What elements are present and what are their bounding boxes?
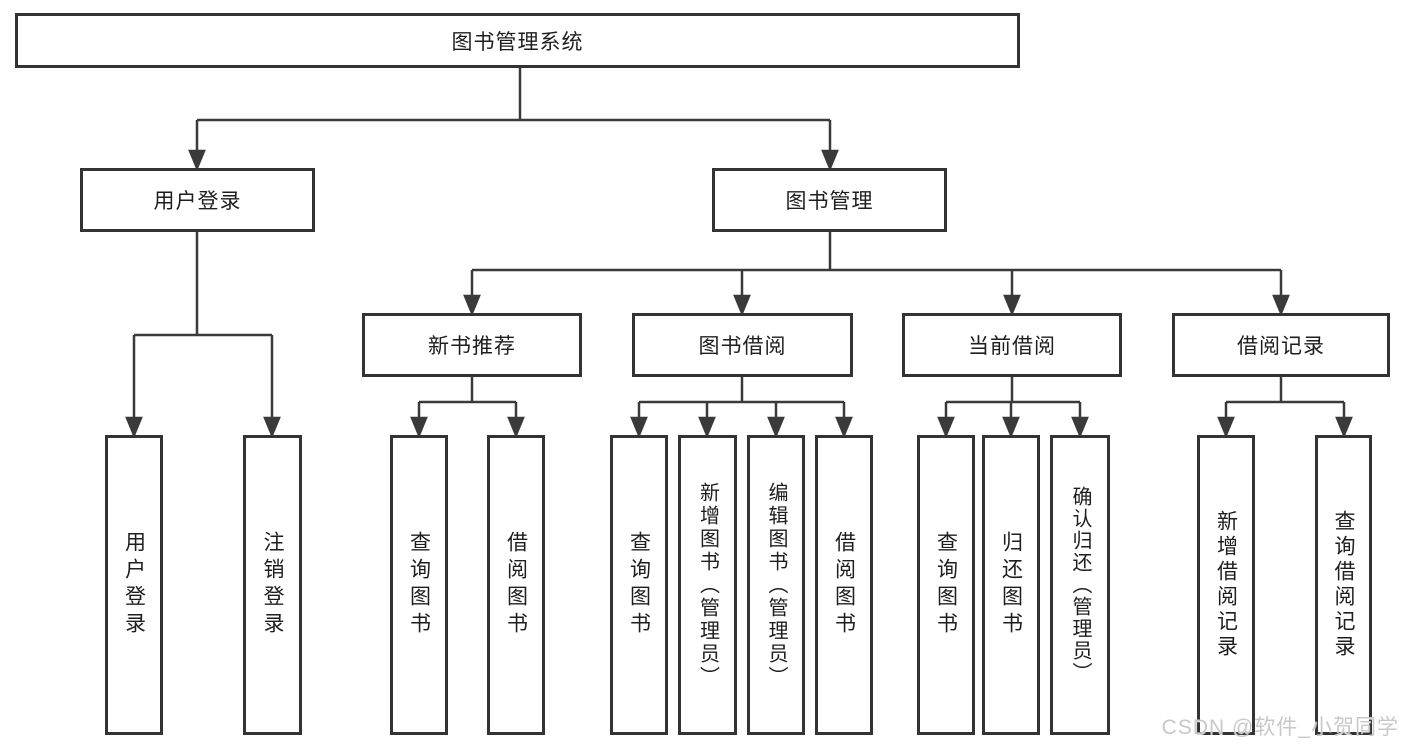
node-root: 图书管理系统 [15, 13, 1020, 68]
leaf-newbook-borrow: 借阅图书 [487, 435, 545, 735]
leaf-current-return: 归还图书 [982, 435, 1040, 735]
connector-new-book-to-leaves [410, 377, 525, 439]
node-book-mgmt: 图书管理 [712, 168, 947, 232]
leaf-borrow-borrow: 借阅图书 [815, 435, 873, 735]
node-borrow-label: 图书借阅 [698, 335, 787, 358]
leaf-logout: 注销登录 [243, 435, 302, 735]
leaf-user-login: 用户登录 [105, 435, 163, 735]
leaf-borrow-add-admin: 新增图书（管理员） [678, 435, 737, 735]
connector-book-mgmt-to-level3 [463, 232, 1290, 317]
node-user-login: 用户登录 [80, 168, 315, 232]
leaf-logout-label: 注销登录 [261, 531, 284, 639]
connector-records-to-leaves [1217, 377, 1353, 439]
leaf-current-confirm-admin-label: 确认归还（管理员） [1069, 486, 1091, 684]
node-new-book-label: 新书推荐 [428, 335, 516, 358]
watermark: CSDN @软件_小贺同学 [1161, 716, 1399, 739]
node-records: 借阅记录 [1172, 313, 1390, 377]
leaf-records-add-label: 新增借阅记录 [1214, 510, 1238, 660]
leaf-borrow-edit-admin-label: 编辑图书（管理员） [765, 481, 787, 689]
leaf-records-query-label: 查询借阅记录 [1332, 510, 1355, 660]
node-records-label: 借阅记录 [1237, 335, 1325, 358]
connector-root-to-level2 [188, 68, 839, 172]
leaf-borrow-query: 查询图书 [610, 435, 668, 735]
leaf-current-return-label: 归还图书 [999, 531, 1023, 639]
leaf-newbook-query: 查询图书 [390, 435, 448, 735]
leaf-current-query-label: 查询图书 [934, 531, 958, 639]
connector-borrow-to-leaves [630, 377, 853, 439]
node-borrow: 图书借阅 [632, 313, 853, 377]
leaf-current-confirm-admin: 确认归还（管理员） [1050, 435, 1110, 735]
node-root-label: 图书管理系统 [451, 30, 584, 54]
node-user-login-label: 用户登录 [153, 190, 242, 213]
leaf-records-add: 新增借阅记录 [1197, 435, 1255, 735]
leaf-newbook-query-label: 查询图书 [407, 531, 431, 639]
node-new-book: 新书推荐 [362, 313, 582, 377]
leaf-newbook-borrow-label: 借阅图书 [504, 531, 528, 639]
leaf-borrow-add-admin-label: 新增图书（管理员） [696, 481, 719, 689]
leaf-borrow-query-label: 查询图书 [627, 531, 651, 639]
connector-current-to-leaves [937, 377, 1089, 439]
leaf-borrow-borrow-label: 借阅图书 [832, 531, 856, 639]
leaf-current-query: 查询图书 [917, 435, 975, 735]
leaf-user-login-label: 用户登录 [122, 531, 146, 639]
leaf-borrow-edit-admin: 编辑图书（管理员） [747, 435, 805, 735]
leaf-records-query: 查询借阅记录 [1315, 435, 1372, 735]
node-current-label: 当前借阅 [968, 335, 1056, 358]
connector-user-login-to-leaves [125, 232, 281, 439]
node-current: 当前借阅 [902, 313, 1122, 377]
node-book-mgmt-label: 图书管理 [785, 190, 874, 213]
